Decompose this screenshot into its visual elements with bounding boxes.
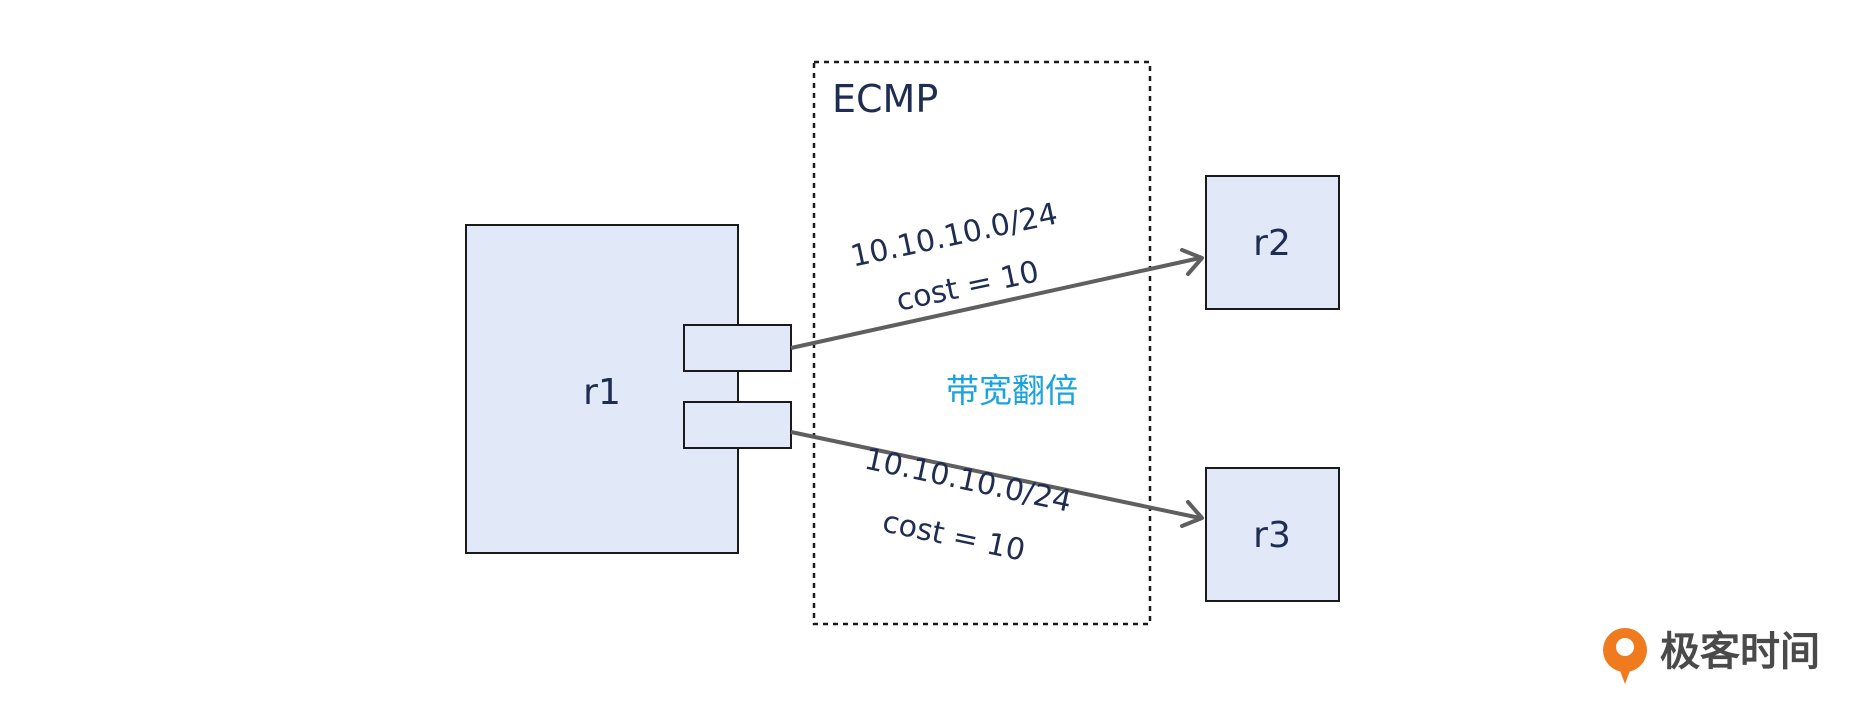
r1-port-lower bbox=[683, 401, 792, 449]
router-r2-label: r2 bbox=[1253, 223, 1291, 264]
router-r2 bbox=[1205, 175, 1340, 310]
link-arrow-r1-r3 bbox=[790, 430, 1201, 520]
router-r1 bbox=[465, 224, 739, 554]
ecmp-label: ECMP bbox=[832, 77, 938, 121]
router-r3 bbox=[1205, 467, 1340, 602]
brand-logo: 极客时间 bbox=[1603, 628, 1820, 684]
arrowhead-r2 bbox=[1180, 248, 1204, 276]
brand-logo-text: 极客时间 bbox=[1660, 629, 1820, 675]
arrowhead-r3 bbox=[1180, 500, 1204, 528]
r1-port-upper bbox=[683, 324, 792, 372]
bandwidth-note: 带宽翻倍 bbox=[946, 371, 1078, 410]
link-arrow-r1-r2 bbox=[790, 256, 1201, 350]
router-r3-label: r3 bbox=[1253, 515, 1291, 556]
router-r1-label: r1 bbox=[583, 372, 621, 413]
lower-link-cost: cost = 10 bbox=[879, 504, 1028, 568]
